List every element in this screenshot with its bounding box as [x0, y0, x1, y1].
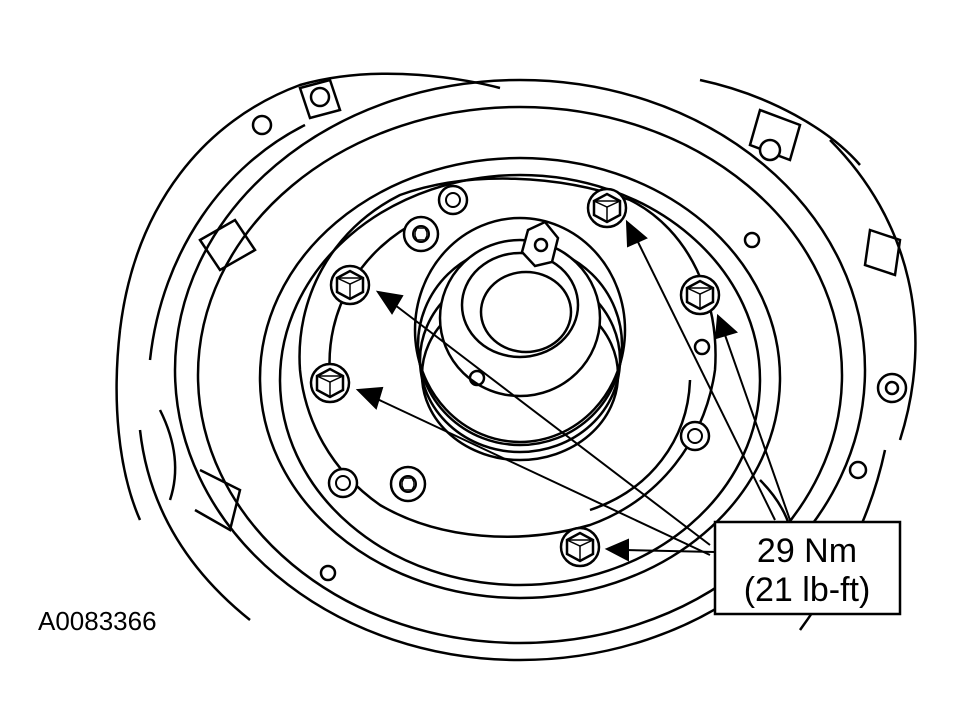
pump-body-rings: [173, 78, 867, 662]
locating-holes: [327, 184, 711, 499]
torque-imperial: (21 lb-ft): [744, 571, 871, 609]
torque-metric: 29 Nm: [757, 532, 857, 570]
torque-callout: 29 Nm (21 lb-ft): [713, 520, 902, 616]
case-bolt-holes: [251, 86, 908, 582]
leader-lines: [355, 219, 791, 562]
stator-hub: [413, 216, 627, 462]
figure-id: A0083366: [38, 606, 157, 636]
